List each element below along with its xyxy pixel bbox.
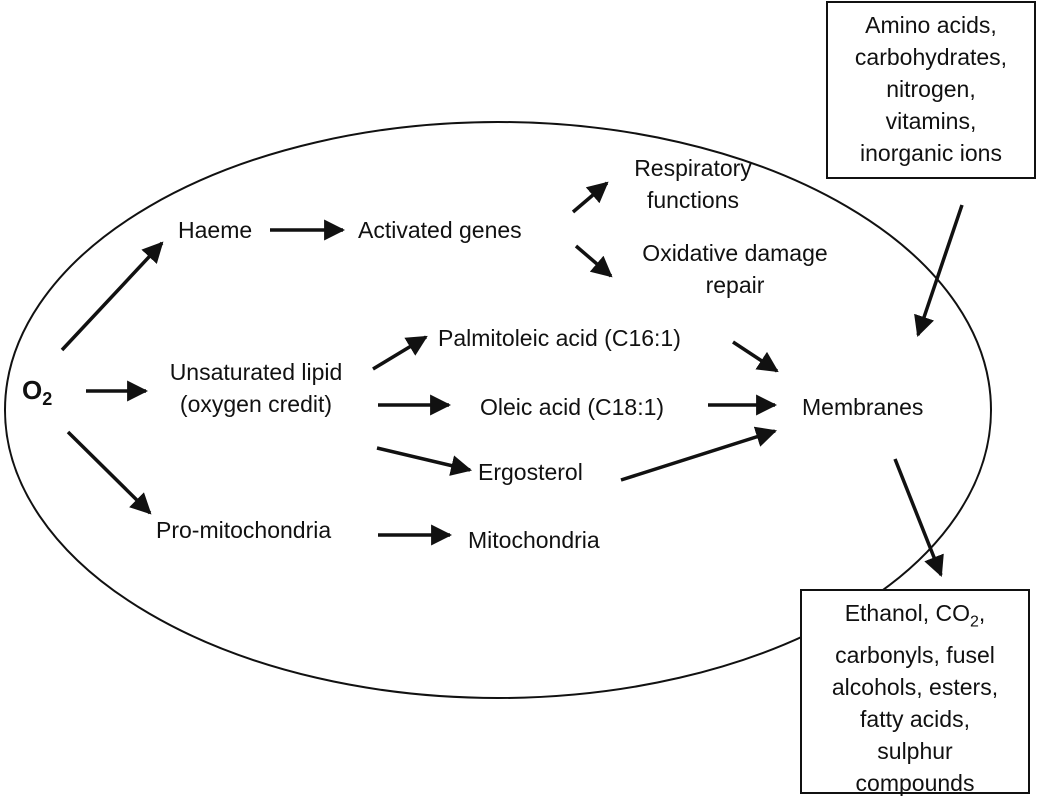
node-haeme: Haeme <box>178 217 253 243</box>
oxidative-line-1: Oxidative damage <box>642 240 828 266</box>
output-line-6: compounds <box>855 769 975 796</box>
node-respiratory-functions: Respiratory functions <box>634 152 752 216</box>
output-line-5: sulphur <box>877 737 953 764</box>
arrow-genes-respiratory <box>571 181 609 214</box>
output-comma: , <box>978 600 986 626</box>
node-palmitoleic-acid: Palmitoleic acid (C16:1) <box>438 325 681 351</box>
oxygen-label: O2 <box>22 374 52 415</box>
arrow-palmitoleic-membranes <box>732 340 779 373</box>
arrow-membranes-outputs <box>893 458 944 577</box>
arrow-inputs-membranes <box>914 204 964 337</box>
arrow-ergosterol-membranes <box>620 426 778 482</box>
respiratory-line-1: Respiratory <box>634 155 752 181</box>
input-nutrients-box: Amino acids, carbohydrates, nitrogen, vi… <box>826 1 1036 179</box>
arrow-lipid-ergosterol <box>376 446 473 476</box>
node-unsaturated-lipid: Unsaturated lipid (oxygen credit) <box>170 356 343 420</box>
oxygen-subscript: 2 <box>42 389 53 410</box>
input-line-4: vitamins, <box>885 108 977 134</box>
input-line-1: Amino acids, <box>865 12 997 38</box>
output-line-3: alcohols, esters, <box>831 673 999 700</box>
arrow-o2-haeme <box>60 241 164 352</box>
cell-ellipse <box>4 121 992 699</box>
output-line-4: fatty acids, <box>860 705 970 732</box>
node-membranes: Membranes <box>802 394 924 420</box>
node-mitochondria: Mitochondria <box>468 527 600 553</box>
arrow-genes-oxidative <box>574 244 613 278</box>
node-ergosterol: Ergosterol <box>478 459 583 485</box>
arrow-lipid-palmitoleic <box>372 335 428 371</box>
output-co2-subscript: 2 <box>970 613 979 631</box>
input-line-5: inorganic ions <box>860 140 1002 166</box>
oxidative-line-2: repair <box>705 272 765 298</box>
arrow-o2-promitochondria <box>66 430 152 515</box>
node-activated-genes: Activated genes <box>358 217 522 243</box>
output-ethanol-co: Ethanol, CO <box>844 600 970 626</box>
respiratory-line-2: functions <box>646 187 740 213</box>
input-line-3: nitrogen, <box>886 76 976 102</box>
output-line-2: carbonyls, fusel <box>835 641 995 668</box>
unsaturated-line-2: (oxygen credit) <box>179 391 333 417</box>
output-line-1: Ethanol, CO2, <box>802 597 1028 639</box>
oxygen-symbol: O <box>22 375 43 405</box>
node-oleic-acid: Oleic acid (C18:1) <box>480 394 665 420</box>
output-products-box: Ethanol, CO2, carbonyls, fusel alcohols,… <box>800 589 1030 796</box>
input-line-2: carbohydrates, <box>854 44 1008 70</box>
node-pro-mitochondria: Pro-mitochondria <box>156 517 332 543</box>
unsaturated-line-1: Unsaturated lipid <box>169 359 343 385</box>
node-oxidative-damage-repair: Oxidative damage repair <box>642 237 827 301</box>
